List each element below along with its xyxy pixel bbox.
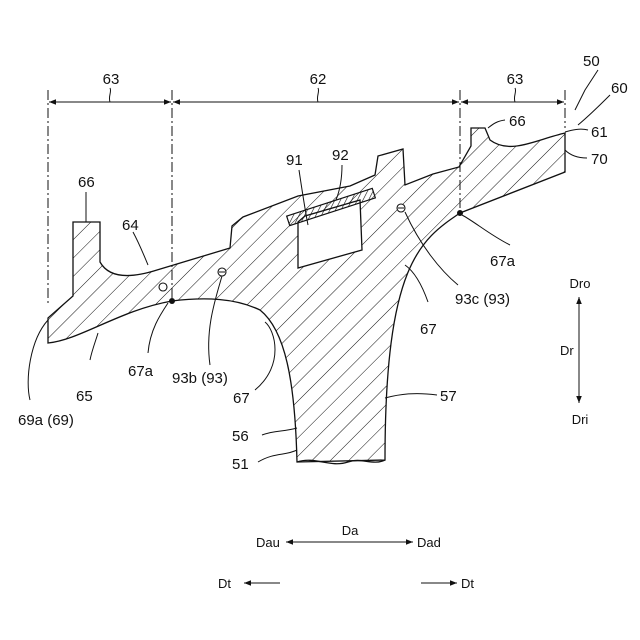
label-61: 61 bbox=[591, 124, 608, 141]
label-67a-right: 67a bbox=[490, 253, 516, 270]
label-64: 64 bbox=[122, 217, 139, 234]
label-67a-left: 67a bbox=[128, 363, 154, 380]
label-57: 57 bbox=[440, 388, 457, 405]
label-67-right: 67 bbox=[420, 321, 437, 338]
label-63-right: 63 bbox=[507, 71, 524, 88]
label-dro: Dro bbox=[570, 276, 591, 291]
label-93b: 93b (93) bbox=[172, 370, 228, 387]
label-62: 62 bbox=[310, 71, 327, 88]
label-dri: Dri bbox=[572, 412, 589, 427]
label-66-left: 66 bbox=[78, 174, 95, 191]
label-92: 92 bbox=[332, 147, 349, 164]
label-dt-left: Dt bbox=[218, 576, 231, 591]
label-56: 56 bbox=[232, 428, 249, 445]
label-dr: Dr bbox=[560, 343, 574, 358]
label-91: 91 bbox=[286, 152, 303, 169]
label-69a: 69a (69) bbox=[18, 412, 74, 429]
label-dt-right: Dt bbox=[461, 576, 474, 591]
label-51: 51 bbox=[232, 456, 249, 473]
label-da: Da bbox=[342, 523, 359, 538]
label-93c: 93c (93) bbox=[455, 291, 510, 308]
label-66-right: 66 bbox=[509, 113, 526, 130]
dimension-arrows bbox=[49, 88, 564, 102]
label-63-left: 63 bbox=[103, 71, 120, 88]
label-60: 60 bbox=[611, 80, 628, 97]
label-65: 65 bbox=[76, 388, 93, 405]
label-dad: Dad bbox=[417, 535, 441, 550]
label-67-left: 67 bbox=[233, 390, 250, 407]
label-50: 50 bbox=[583, 53, 600, 70]
label-70: 70 bbox=[591, 151, 608, 168]
label-dau: Dau bbox=[256, 535, 280, 550]
